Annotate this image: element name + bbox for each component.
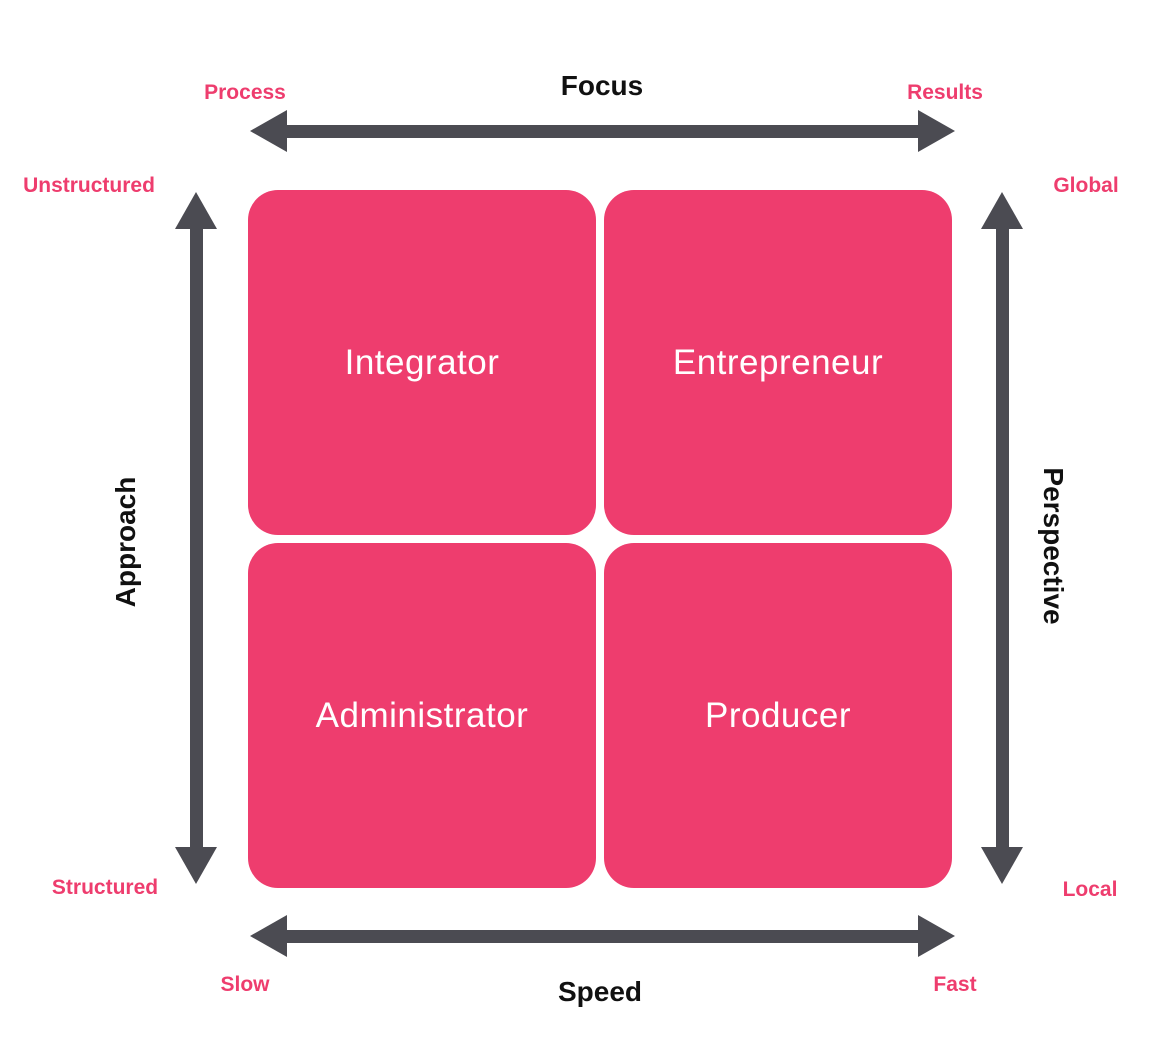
arrow-head-up-icon	[981, 192, 1023, 229]
left-axis-top-label: Unstructured	[23, 174, 155, 197]
arrow-shaft	[189, 229, 203, 847]
center-sparkle-icon	[580, 519, 620, 559]
approach-axis-arrow	[175, 192, 217, 884]
bottom-axis-title: Speed	[557, 976, 643, 1007]
top-axis-right-label: Results	[907, 81, 983, 104]
top-axis-left-label: Process	[204, 81, 286, 104]
quadrant-entrepreneur: Entrepreneur	[604, 190, 952, 535]
quadrant-producer: Producer	[604, 543, 952, 888]
focus-axis-arrow	[250, 110, 955, 152]
arrow-head-left-icon	[250, 110, 287, 152]
quadrant-label: Administrator	[315, 695, 529, 735]
arrow-shaft	[995, 229, 1009, 847]
arrow-shaft	[287, 124, 918, 138]
left-axis-bottom-label: Structured	[51, 876, 159, 899]
arrow-head-down-icon	[981, 847, 1023, 884]
quadrant-label: Entrepreneur	[672, 342, 884, 382]
bottom-axis-right-label: Fast	[933, 973, 977, 996]
quadrant-grid: Integrator Entrepreneur Administrator Pr…	[248, 190, 952, 888]
arrow-head-left-icon	[250, 915, 287, 957]
perspective-axis-arrow	[981, 192, 1023, 884]
quadrant-label: Integrator	[344, 342, 500, 382]
quadrant-integrator: Integrator	[248, 190, 596, 535]
speed-axis-arrow	[250, 915, 955, 957]
right-axis-bottom-label: Local	[1062, 878, 1118, 901]
arrow-head-right-icon	[918, 110, 955, 152]
right-axis-title: Perspective	[1038, 467, 1069, 625]
arrow-head-up-icon	[175, 192, 217, 229]
arrow-shaft	[287, 929, 918, 943]
arrow-head-down-icon	[175, 847, 217, 884]
quadrant-label: Producer	[704, 695, 852, 735]
bottom-axis-left-label: Slow	[220, 973, 270, 996]
right-axis-top-label: Global	[1053, 174, 1119, 197]
left-axis-title: Approach	[110, 476, 141, 608]
top-axis-title: Focus	[560, 70, 644, 101]
arrow-head-right-icon	[918, 915, 955, 957]
quadrant-administrator: Administrator	[248, 543, 596, 888]
